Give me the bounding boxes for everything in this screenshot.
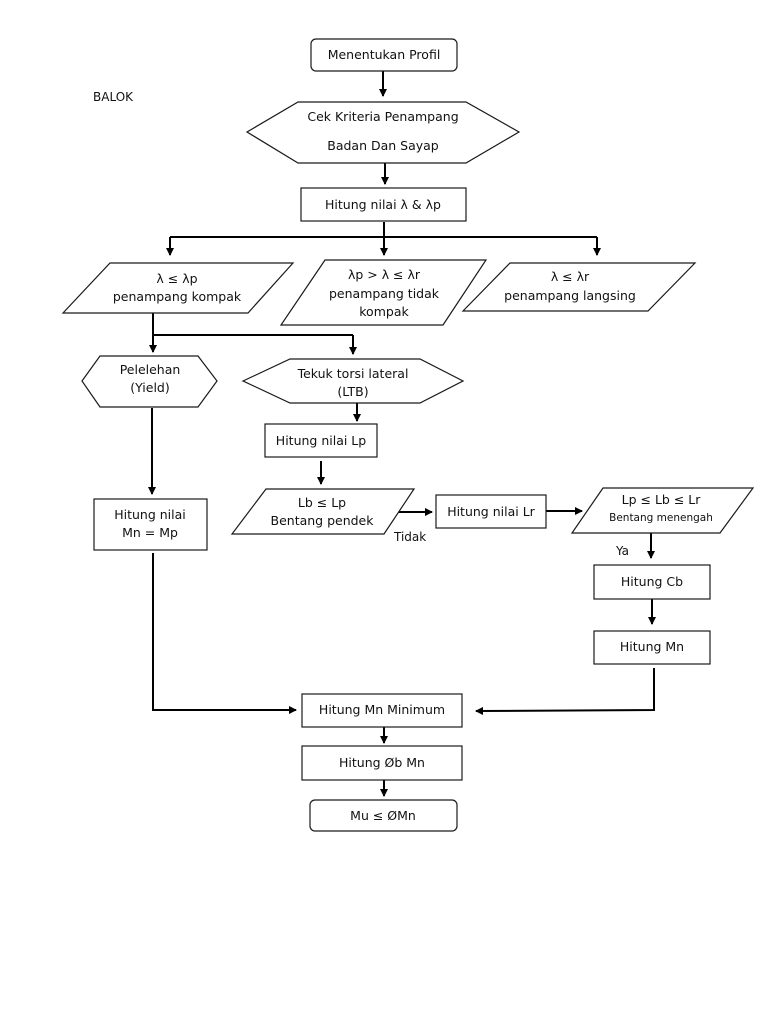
arrow-mp-to-min (152, 553, 297, 714)
node-short-span-line-2: Bentang pendek (271, 513, 375, 528)
node-slender-line-2: penampang langsing (504, 288, 636, 303)
node-check-section-line-2: Badan Dan Sayap (327, 138, 439, 153)
node-mn-min-line-1: Hitung Mn Minimum (319, 702, 445, 717)
node-calc-mp: Hitung nilai Mn = Mp (93, 498, 208, 551)
node-check-section-line-1: Cek Kriteria Penampang (307, 109, 458, 124)
node-ltb-line-2: (LTB) (337, 384, 368, 399)
node-noncompact-line-1: λp > λ ≤ λr (348, 267, 421, 282)
node-start: Menentukan Profil (310, 38, 458, 72)
node-compact-line-2: penampang kompak (113, 289, 242, 304)
node-calc-lr: Hitung nilai Lr (435, 494, 547, 529)
node-phi-mn: Hitung Øb Mn (301, 745, 463, 781)
node-calc-mp-line-2: Mn = Mp (122, 525, 178, 540)
node-noncompact: λp > λ ≤ λr penampang tidak kompak (279, 259, 488, 326)
node-check-section: Cek Kriteria Penampang Badan Dan Sayap (245, 101, 521, 164)
edge-label-yes: Ya (615, 544, 629, 558)
node-calc-mn-line-1: Hitung Mn (620, 639, 684, 654)
node-end-line-1: Mu ≤ ØMn (350, 808, 416, 823)
node-slender: λ ≤ λr penampang langsing (461, 262, 697, 312)
node-compact-line-1: λ ≤ λp (156, 271, 197, 286)
node-calc-cb-line-1: Hitung Cb (621, 574, 683, 589)
node-calc-lp: Hitung nilai Lp (264, 423, 378, 458)
node-noncompact-line-3: kompak (359, 304, 409, 319)
node-calc-mn: Hitung Mn (593, 630, 711, 665)
node-calc-mp-line-1: Hitung nilai (114, 507, 186, 522)
node-yield-line-2: (Yield) (130, 380, 170, 395)
node-calc-lp-line-1: Hitung nilai Lp (276, 433, 366, 448)
node-calc-lambda: Hitung nilai λ & λp (300, 187, 467, 222)
edge-label-no: Tidak (393, 530, 426, 544)
node-ltb-line-1: Tekuk torsi lateral (297, 366, 409, 381)
diagram-title: BALOK (93, 90, 134, 104)
node-compact: λ ≤ λp penampang kompak (61, 262, 295, 314)
node-noncompact-line-2: penampang tidak (329, 286, 440, 301)
connectors (148, 71, 656, 797)
node-short-span-line-1: Lb ≤ Lp (298, 495, 346, 510)
node-start-line-1: Menentukan Profil (328, 47, 441, 62)
node-medium-span-line-1: Lp ≤ Lb ≤ Lr (622, 492, 702, 507)
arrow-mn-to-min (475, 668, 655, 715)
node-mn-min: Hitung Mn Minimum (301, 693, 463, 728)
node-slender-line-1: λ ≤ λr (551, 269, 590, 284)
node-calc-cb: Hitung Cb (593, 564, 711, 600)
node-medium-span: Lp ≤ Lb ≤ Lr Bentang menengah (570, 487, 755, 534)
node-phi-mn-line-1: Hitung Øb Mn (339, 755, 425, 770)
node-short-span: Lb ≤ Lp Bentang pendek (230, 488, 416, 535)
node-calc-lr-line-1: Hitung nilai Lr (447, 504, 535, 519)
node-end: Mu ≤ ØMn (309, 799, 458, 832)
node-yield-line-1: Pelelehan (120, 362, 181, 377)
node-yield: Pelelehan (Yield) (81, 355, 218, 408)
node-medium-span-line-2: Bentang menengah (609, 512, 713, 524)
node-calc-lambda-line-1: Hitung nilai λ & λp (325, 197, 441, 212)
node-ltb: Tekuk torsi lateral (LTB) (241, 358, 465, 404)
